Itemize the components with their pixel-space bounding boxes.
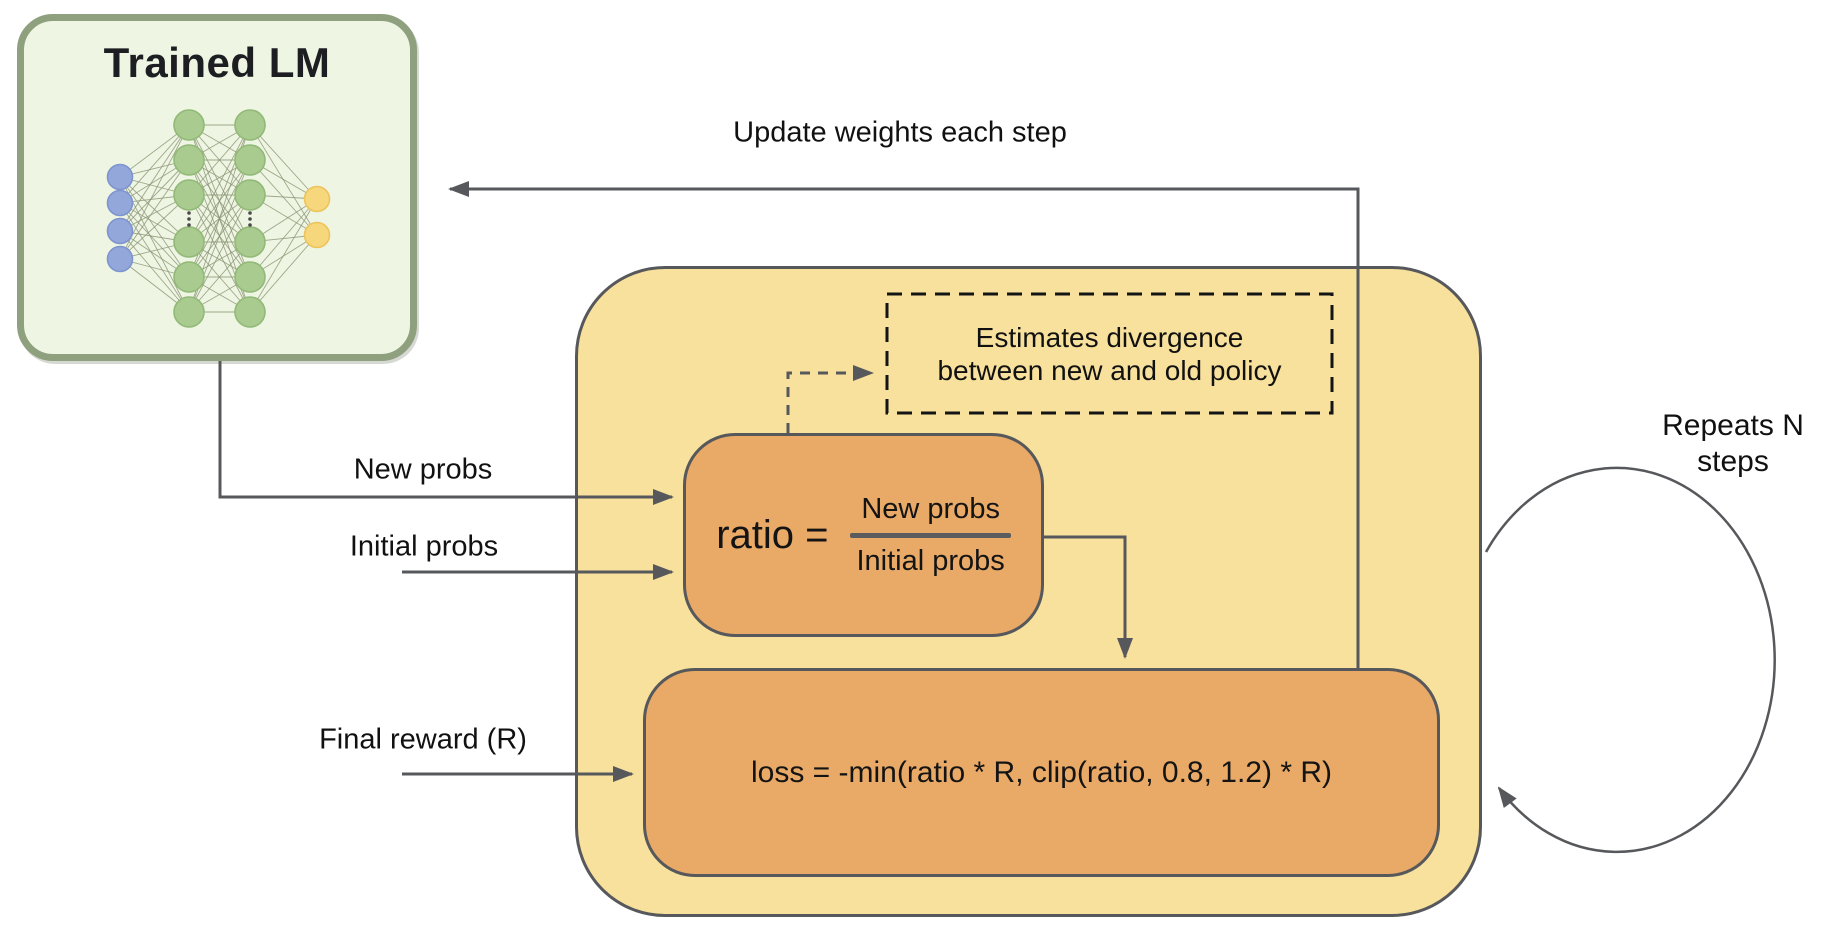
fraction-bar xyxy=(850,532,1011,538)
new-probs-label: New probs xyxy=(353,453,493,486)
divergence-note-line2: between new and old policy xyxy=(937,354,1282,386)
divergence-note-box: Estimates divergence between new and old… xyxy=(887,294,1332,413)
update-weights-label: Update weights each step xyxy=(733,116,1067,149)
fraction-denominator: Initial probs xyxy=(856,544,1005,577)
trained-lm-box: Trained LM xyxy=(17,14,417,361)
ratio-fraction: New probs Initial probs xyxy=(850,492,1011,578)
final-reward-label: Final reward (R) xyxy=(319,723,527,756)
ratio-formula-box: ratio = New probs Initial probs xyxy=(683,433,1044,637)
trained-lm-title: Trained LM xyxy=(103,39,331,86)
repeat-loop-arc xyxy=(1484,466,1776,854)
ratio-lhs: ratio = xyxy=(716,512,829,557)
divergence-note-line1: Estimates divergence xyxy=(975,321,1244,353)
initial-probs-label: Initial probs xyxy=(349,530,499,563)
neural-network-illustration xyxy=(106,109,331,328)
loss-formula-box: loss = -min(ratio * R, clip(ratio, 0.8, … xyxy=(643,668,1440,877)
fraction-numerator: New probs xyxy=(861,492,1000,525)
repeats-n-steps-label: Repeats N steps xyxy=(1662,409,1804,478)
loss-formula: loss = -min(ratio * R, clip(ratio, 0.8, … xyxy=(750,755,1332,789)
